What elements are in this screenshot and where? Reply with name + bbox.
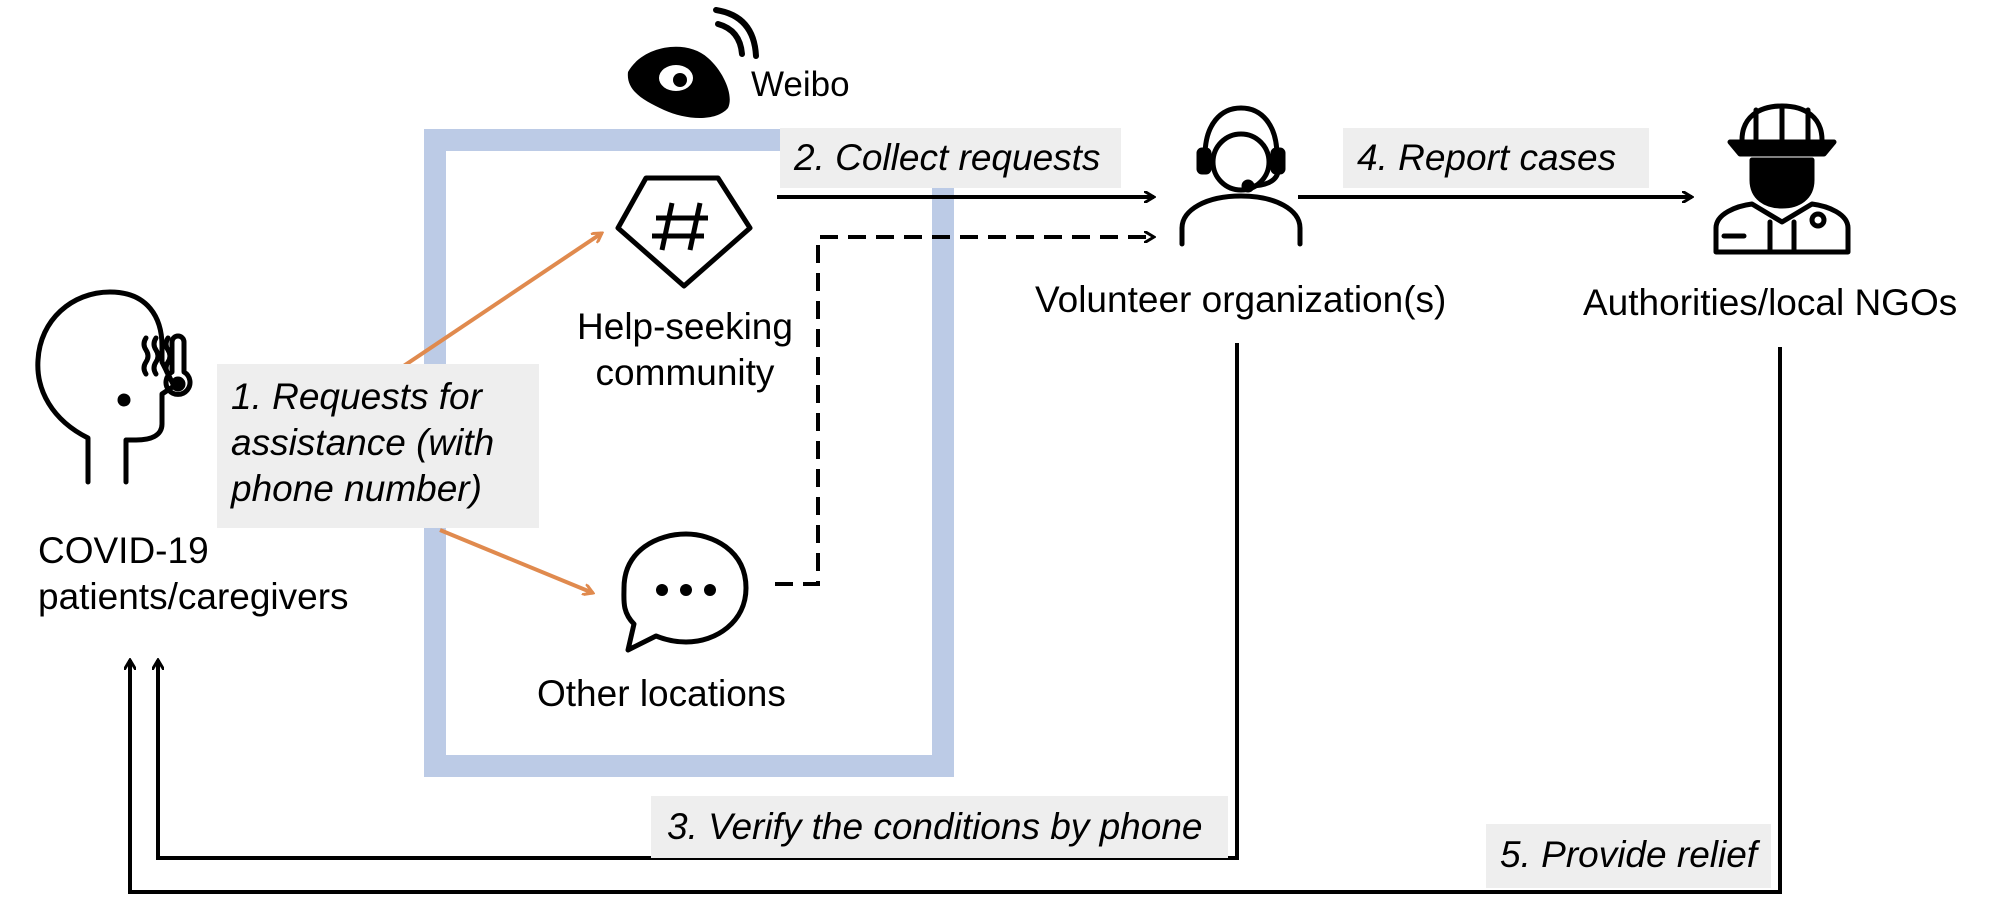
step-1-line-1: 1. Requests for xyxy=(231,376,482,417)
patients-label-line-2: patients/caregivers xyxy=(38,576,349,617)
verify-by-phone-line xyxy=(158,343,1239,860)
patients-label: COVID-19 patients/caregivers xyxy=(38,528,349,620)
step-2-collect-requests-label: 2. Collect requests xyxy=(780,128,1121,188)
firefighter-icon xyxy=(1713,103,1851,255)
weibo-label: Weibo xyxy=(751,65,850,104)
volunteer-organization-label: Volunteer organization(s) xyxy=(1035,279,1447,320)
provide-relief-line xyxy=(130,347,1782,894)
help-seeking-community-label: Help-seeking community xyxy=(560,304,810,396)
weibo-logo-icon xyxy=(627,7,759,118)
step-5-provide-relief-label: 5. Provide relief xyxy=(1486,824,1771,888)
step-4-report-cases-label: 4. Report cases xyxy=(1343,128,1649,188)
help-seeking-label-line-2: community xyxy=(595,352,775,393)
headset-operator-icon xyxy=(1179,105,1303,247)
request-arrow-other-locations xyxy=(439,528,593,593)
step-1-line-3: phone number) xyxy=(231,468,482,509)
authorities-label: Authorities/local NGOs xyxy=(1583,282,1958,323)
speech-bubble-icon xyxy=(621,531,749,653)
patients-label-line-1: COVID-19 xyxy=(38,530,209,571)
sick-person-icon xyxy=(35,289,193,485)
step-1-line-2: assistance (with xyxy=(231,422,495,463)
help-seeking-label-line-1: Help-seeking xyxy=(577,306,793,347)
hashtag-diamond-icon xyxy=(615,175,753,289)
step-1-requests-label: 1. Requests for assistance (with phone n… xyxy=(217,364,539,528)
other-locations-label: Other locations xyxy=(537,673,786,714)
step-3-verify-label: 3. Verify the conditions by phone xyxy=(651,796,1228,858)
